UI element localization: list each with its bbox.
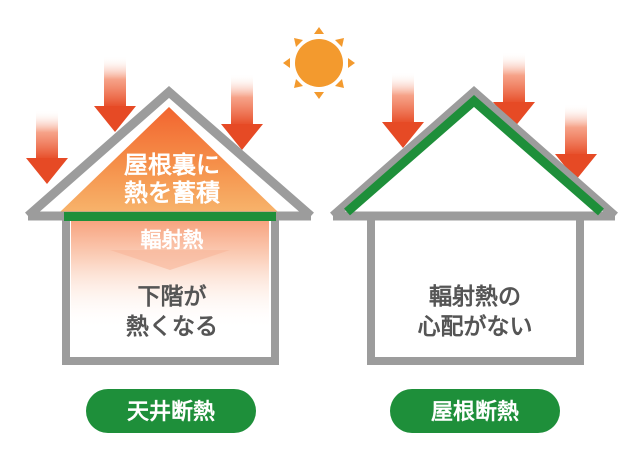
sun-icon <box>283 27 355 99</box>
left-house-roof <box>25 86 314 220</box>
roof-insulation-badge-label: 屋根断熱 <box>431 399 519 425</box>
heat-arrow-icon <box>493 52 535 128</box>
ceiling-insulation-badge-label: 天井断熱 <box>127 399 215 425</box>
radiant-heat-area <box>71 220 269 330</box>
left-body-text-line1: 下階が <box>138 283 207 310</box>
radiant-heat-label: 輻射熱 <box>141 228 204 252</box>
heat-arrow-icon <box>221 74 263 150</box>
attic-heat-area <box>60 107 278 212</box>
right-house-roof <box>330 86 618 220</box>
attic-text-line2: 熱を蓄積 <box>124 179 220 207</box>
heat-arrow-icon <box>26 110 68 184</box>
radiant-heat-arrow-icon <box>110 250 230 270</box>
heat-arrow-icon <box>94 56 136 132</box>
right-body-text-line2: 心配がない <box>418 313 533 340</box>
left-house: 屋根裏に 熱を蓄積 輻射熱 下階が 熱くなる <box>25 56 314 365</box>
left-house-wall <box>62 216 279 365</box>
heat-arrow-icon <box>382 72 424 148</box>
right-house-wall <box>367 216 584 365</box>
ceiling-insulation-badge: 天井断熱 <box>86 389 256 433</box>
right-body-text-line1: 輻射熱の <box>429 283 521 310</box>
roof-insulation <box>344 95 604 216</box>
attic-text-line1: 屋根裏に <box>124 151 220 179</box>
roof-insulation-badge: 屋根断熱 <box>390 389 560 433</box>
right-house: 輻射熱の 心配がない <box>330 52 618 365</box>
heat-arrow-icon <box>555 104 597 180</box>
left-body-text-line2: 熱くなる <box>126 314 218 340</box>
ceiling-insulation <box>64 212 276 221</box>
